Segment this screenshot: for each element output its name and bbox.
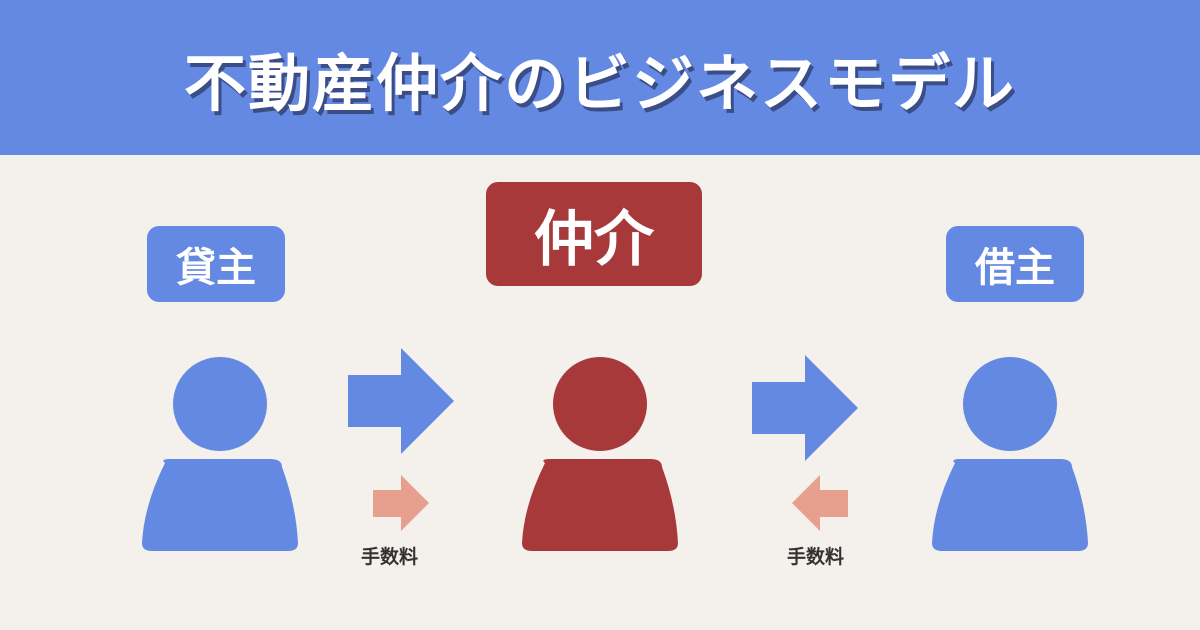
fee-arrow-right-icon	[373, 475, 429, 531]
page-title: 不動産仲介のビジネスモデル	[183, 46, 1016, 120]
header-banner: 不動産仲介のビジネスモデル	[0, 0, 1200, 155]
fee-label: 手数料	[787, 546, 845, 568]
broker-person-icon	[522, 357, 678, 551]
fee-label: 手数料	[361, 546, 419, 568]
fee-arrow-left-icon	[792, 475, 848, 531]
lender-person-icon	[142, 357, 298, 551]
broker-label: 仲介	[486, 182, 702, 286]
borrower-label: 借主	[946, 226, 1084, 302]
borrower-person-icon	[932, 357, 1088, 551]
lender-label: 貸主	[147, 226, 285, 302]
flow-arrow-right-icon	[752, 355, 858, 461]
flow-arrow-right-icon	[348, 348, 454, 454]
